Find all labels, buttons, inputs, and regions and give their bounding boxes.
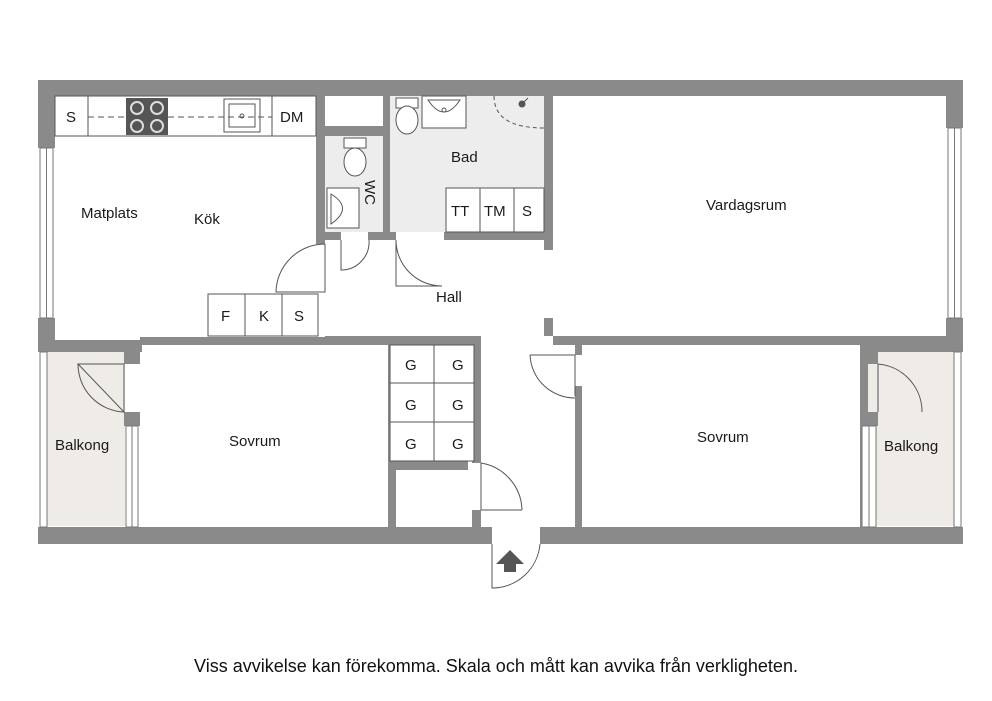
room-balkong-left: Balkong bbox=[55, 437, 109, 454]
laundry-units bbox=[445, 187, 545, 233]
bad-label: Bad bbox=[451, 149, 478, 166]
stove-icon bbox=[126, 98, 168, 135]
room-matplats: Matplats bbox=[81, 205, 138, 222]
door-swings bbox=[76, 239, 923, 589]
disclaimer-text: Viss avvikelse kan förekomma. Skala och … bbox=[194, 656, 798, 676]
wc-label: WC bbox=[361, 180, 378, 205]
wardrobe-4: G bbox=[452, 397, 464, 414]
kitchen-fixture-s: S bbox=[66, 109, 76, 126]
bath-cabinet-label: S bbox=[522, 203, 532, 220]
wardrobe-1: G bbox=[405, 357, 417, 374]
dryer-label: TT bbox=[451, 203, 469, 220]
fridge-label: F bbox=[221, 308, 230, 325]
room-balkong-right: Balkong bbox=[884, 438, 938, 455]
kitchen-fixture-dm: DM bbox=[280, 109, 303, 126]
kitchen-cabinets bbox=[207, 293, 319, 337]
balcony-left-floor bbox=[47, 352, 125, 526]
pantry-label: S bbox=[294, 308, 304, 325]
wardrobe-5: G bbox=[405, 436, 417, 453]
wardrobe-2: G bbox=[452, 357, 464, 374]
room-kok: Kök bbox=[194, 211, 220, 228]
room-sovrum-left: Sovrum bbox=[229, 433, 281, 450]
shower-icon bbox=[493, 95, 545, 129]
entrance-arrow-icon bbox=[496, 550, 524, 572]
kitchen-counter bbox=[54, 95, 317, 137]
kitchen-sink-icon bbox=[223, 98, 261, 133]
room-sovrum-right: Sovrum bbox=[697, 429, 749, 446]
wardrobe-6: G bbox=[452, 436, 464, 453]
bath-toilet-icon bbox=[395, 97, 419, 135]
freezer-label: K bbox=[259, 308, 269, 325]
toilet-icon bbox=[343, 137, 367, 177]
washer-label: TM bbox=[484, 203, 506, 220]
wc-sink-icon bbox=[326, 187, 360, 229]
room-vardagsrum: Vardagsrum bbox=[706, 197, 787, 214]
bath-sink-icon bbox=[421, 95, 467, 129]
wardrobes bbox=[389, 344, 475, 462]
wardrobe-3: G bbox=[405, 397, 417, 414]
windows bbox=[39, 127, 962, 528]
room-hall: Hall bbox=[436, 289, 462, 306]
